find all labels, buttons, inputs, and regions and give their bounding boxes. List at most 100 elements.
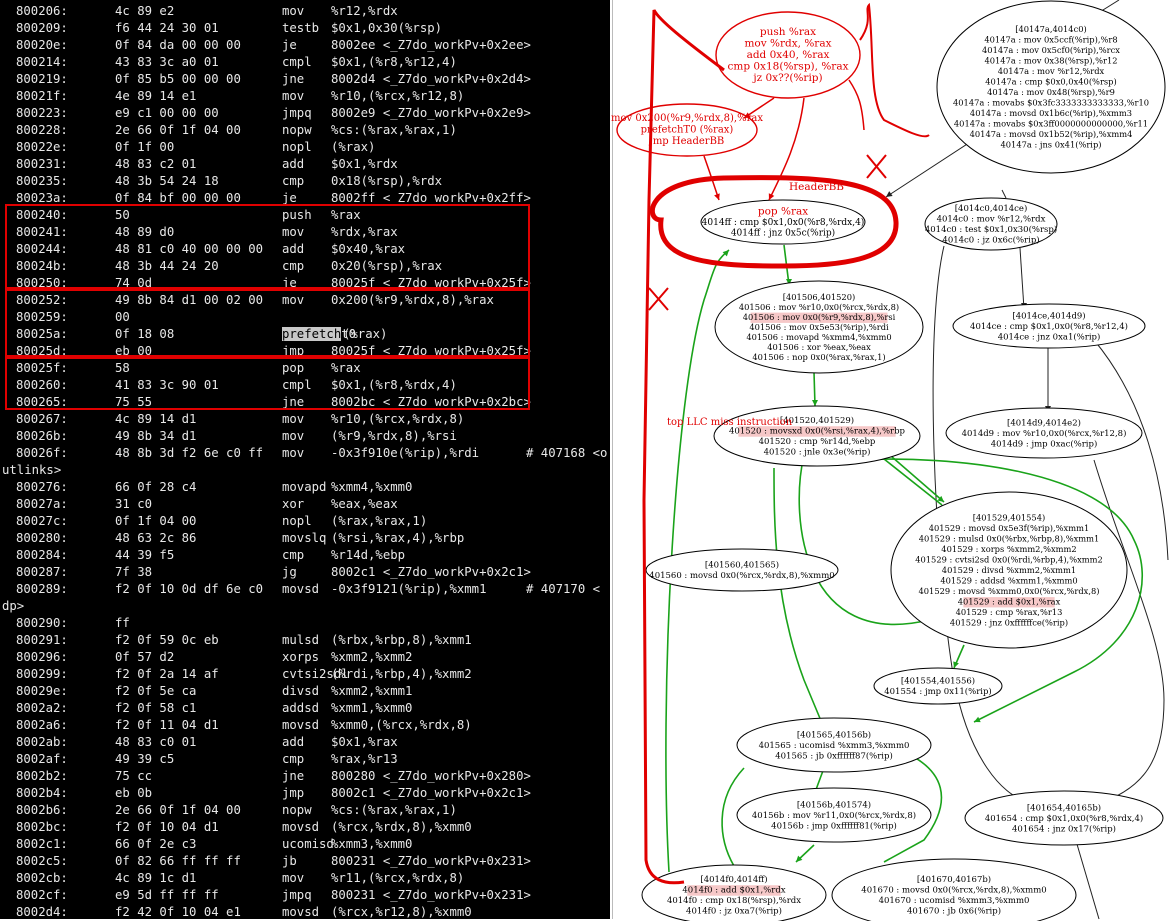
disasm-bytes: 0f 1f 00 xyxy=(115,140,175,154)
edge-arrowhead xyxy=(937,495,944,502)
disasm-address: 8002bc: xyxy=(16,820,68,834)
cfg-edge-green xyxy=(878,454,943,506)
disasm-operands: 8002ff <_Z7do_workPv+0x2ff> xyxy=(331,191,531,205)
disasm-operands: %xmm0,(%rcx,%rdx,8) xyxy=(331,718,472,732)
disasm-mnemonic: jne xyxy=(282,769,305,783)
header-bb-label: HeaderBB xyxy=(789,181,844,193)
disasm-address: 800219: xyxy=(16,72,68,86)
disasm-line: 800290:ff xyxy=(0,615,610,632)
cfg-node-line: 401670 : jb 0x6(%rip) xyxy=(907,906,1001,917)
cfg-node-line: 4014c0 : test $0x1,0x30(%rsp) xyxy=(925,224,1057,235)
panel-divider[interactable] xyxy=(610,0,624,919)
disasm-mnemonic: je xyxy=(282,191,297,205)
edge-arrowhead xyxy=(796,855,803,862)
annotation-push-bubble xyxy=(715,11,861,99)
cfg-node-line: 401506 : xor %eax,%eax xyxy=(767,342,871,352)
edge-arrowhead xyxy=(768,193,775,200)
disasm-mnemonic: jne xyxy=(282,395,305,409)
cfg-node-line: 401506 : mov 0x5e53(%rip),%rdi xyxy=(749,322,889,332)
cfg-node-line: 4014c0 : jz 0x6c(%rip) xyxy=(942,235,1039,246)
annotation-push-line: jz 0x??(%rip) xyxy=(751,72,822,84)
disasm-bytes: 31 c0 xyxy=(115,497,153,511)
red-backedge xyxy=(642,9,725,885)
disasm-mnemonic: je xyxy=(282,276,297,290)
disasm-bytes: e9 5d ff ff ff xyxy=(115,888,219,902)
cfg-node-line: 40147a : cmp $0x0,0x40(%rsp) xyxy=(985,77,1116,87)
disasm-mnemonic: jg xyxy=(282,565,297,579)
disasm-mnemonic: pop xyxy=(282,361,305,375)
control-flow-graph: [40147a,4014c0)40147a : mov 0x5ccf(%rip)… xyxy=(611,0,1169,921)
cfg-edge xyxy=(1073,833,1100,920)
disasm-bytes: 4e 89 14 e1 xyxy=(115,89,197,103)
disasm-operands: %eax,%eax xyxy=(331,497,398,511)
disasm-address: 80025f: xyxy=(16,361,68,375)
disasm-mnemonic: add xyxy=(282,157,305,171)
disasm-bytes: 2e 66 0f 1f 04 00 xyxy=(115,803,241,817)
disasm-operands: $0x1,%rax xyxy=(331,735,398,749)
disasm-mnemonic: movapd xyxy=(282,480,327,494)
cfg-node-line: [40147a,4014c0) xyxy=(1015,24,1087,34)
disasm-mnemonic: jmp xyxy=(282,786,305,800)
disasm-bytes: 49 8b 84 d1 00 02 00 xyxy=(115,293,264,307)
disasm-mnemonic: jmp xyxy=(282,344,305,358)
disasm-bytes: f2 42 0f 10 04 e1 xyxy=(115,905,241,919)
disasm-operands: -0x3f910e(%rip),%rdi xyxy=(331,446,480,460)
disasm-bytes: 75 cc xyxy=(115,769,153,783)
disasm-bytes: 44 39 f5 xyxy=(115,548,175,562)
disasm-bytes: e9 c1 00 00 00 xyxy=(115,106,219,120)
disasm-operands: %r10,(%rcx,%rdx,8) xyxy=(331,412,465,426)
disasm-address: 8002c1: xyxy=(16,837,68,851)
disasm-address: 800206: xyxy=(16,4,68,18)
edge-arrowhead xyxy=(812,400,818,406)
disasm-operands: (%rcx,%r12,8),%xmm0 xyxy=(331,905,472,919)
disasm-address: 8002a6: xyxy=(16,718,68,732)
disasm-address: 800289: xyxy=(16,582,68,596)
disasm-address: 800250: xyxy=(16,276,68,290)
disasm-bytes: f2 0f 5e ca xyxy=(115,684,197,698)
miss-highlight xyxy=(687,885,781,896)
cfg-node-line: 40147a : movsd 0x1b6c(%rip),%xmm3 xyxy=(970,108,1132,118)
disasm-address: 80027c: xyxy=(16,514,68,528)
disasm-bytes: f6 44 24 30 01 xyxy=(115,21,219,35)
cfg-node-line: pop %rax xyxy=(758,206,808,218)
disasm-address: 80023a: xyxy=(16,191,68,205)
disasm-bytes: 48 89 d0 xyxy=(115,225,175,239)
disasm-address: 800252: xyxy=(16,293,68,307)
disasm-address: 800228: xyxy=(16,123,68,137)
disasm-address: 800287: xyxy=(16,565,68,579)
disasm-operands: (%rdi,%rbp,4),%xmm2 xyxy=(331,667,472,681)
disasm-line: dp> xyxy=(0,598,610,615)
disasm-bytes: f2 0f 10 04 d1 xyxy=(115,820,219,834)
cfg-node-line: 4014d9 : jmp 0xac(%rip) xyxy=(991,438,1098,449)
control-flow-graph-panel: [40147a,4014c0)40147a : mov 0x5ccf(%rip)… xyxy=(611,0,1173,921)
cfg-node xyxy=(952,303,1146,349)
cfg-node xyxy=(890,491,1128,649)
disasm-address: 800290: xyxy=(16,616,68,630)
prefetch-block-box xyxy=(5,289,530,357)
cfg-edge-green xyxy=(721,767,745,867)
cfg-node-line: 40147a : jns 0x41(%rip) xyxy=(1000,140,1101,150)
disasm-address: 80024b: xyxy=(16,259,68,273)
disasm-operands: 800231 <_Z7do_workPv+0x231> xyxy=(331,854,531,868)
disasm-operands: 8002d4 <_Z7do_workPv+0x2d4> xyxy=(331,72,531,86)
disasm-mnemonic: add xyxy=(282,735,305,749)
disasm-operands: (%rax) xyxy=(343,327,388,341)
disasm-line: 800259:00 xyxy=(0,309,610,326)
miss-highlight xyxy=(750,312,888,323)
disasm-bytes: 0f 84 da 00 00 00 xyxy=(115,38,241,52)
cfg-node-line: 401529 : xorps %xmm2,%xmm2 xyxy=(941,544,1076,554)
